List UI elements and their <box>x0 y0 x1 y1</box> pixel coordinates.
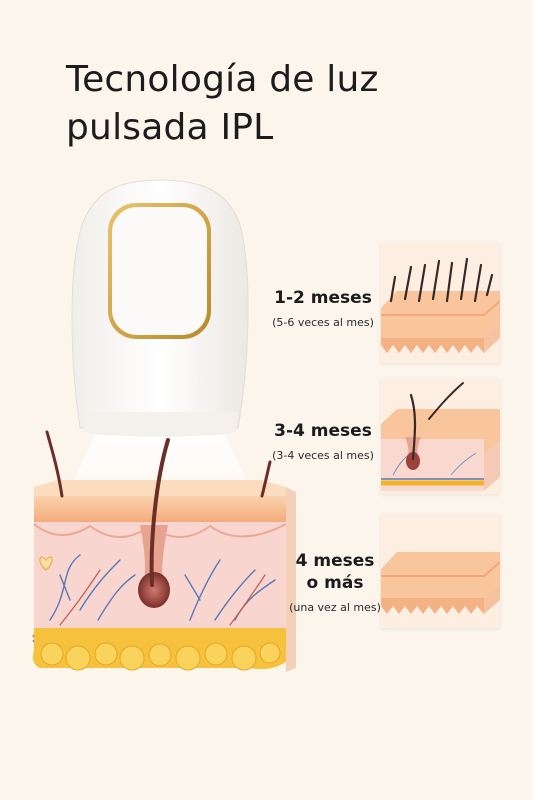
stage-1-period: 1-2 meses <box>274 288 372 308</box>
hair-bulb <box>138 572 170 608</box>
stage-1-label: 1-2 meses (5-6 veces al mes) <box>253 287 393 331</box>
hair-right <box>260 460 272 498</box>
stage-2-label: 3-4 meses (3-4 veces al mes) <box>253 420 393 464</box>
title-line-1: Tecnología de luz <box>66 59 379 100</box>
hair-left <box>45 430 64 498</box>
stage-3-skin-illustration <box>381 552 501 614</box>
page-title: Tecnología de luz pulsada IPL <box>66 56 379 152</box>
stage-1-panel <box>381 243 501 363</box>
stage-2-panel <box>381 379 500 494</box>
heart-icon <box>39 556 53 571</box>
fat-cells <box>40 642 281 671</box>
stage-2-frequency: (3-4 veces al mes) <box>272 449 374 462</box>
hair-main <box>149 438 170 587</box>
stage-1-skin-illustration <box>381 257 501 353</box>
stage-3-period-line-1: 4 meses <box>295 551 375 571</box>
title-line-2: pulsada IPL <box>66 107 274 148</box>
stage-3-panel <box>381 514 501 628</box>
stage-3-label: 4 meses o más (una vez al mes) <box>265 550 405 616</box>
device-window <box>112 207 207 335</box>
device-tip <box>82 412 238 437</box>
epidermis-layer <box>34 496 286 524</box>
stage-2-period: 3-4 meses <box>274 421 372 441</box>
stage-3-period-line-2: o más <box>306 573 364 593</box>
stage-3-frequency: (una vez al mes) <box>289 601 381 614</box>
skin-surface <box>34 480 286 500</box>
stage-2-skin-illustration <box>381 382 500 491</box>
stage-1-frequency: (5-6 veces al mes) <box>272 316 374 329</box>
